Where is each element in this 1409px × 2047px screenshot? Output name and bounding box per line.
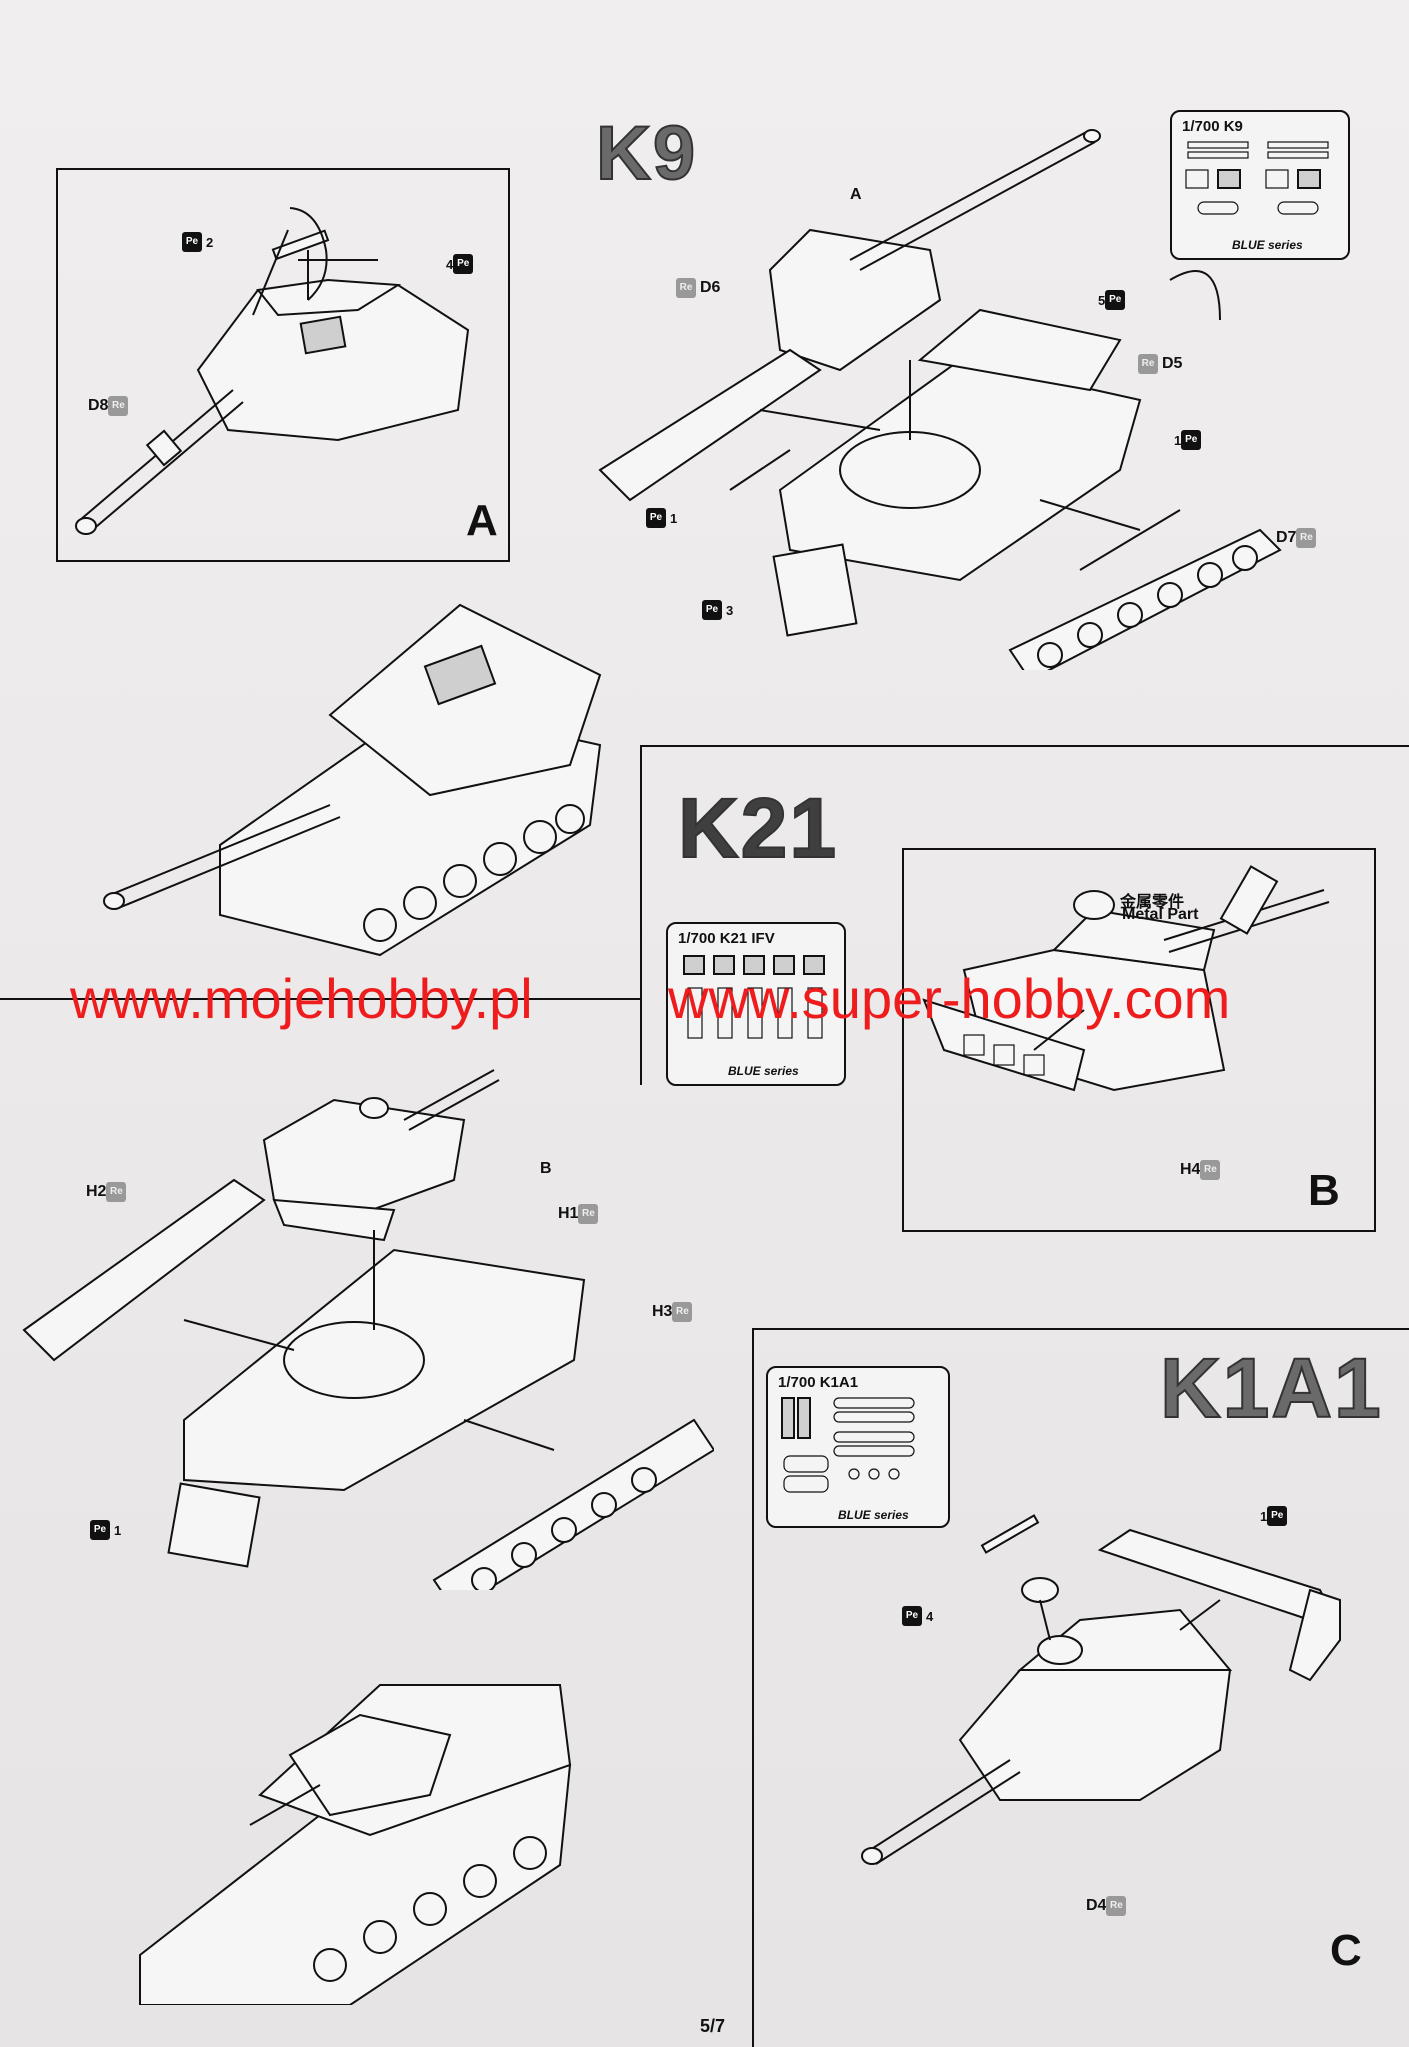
re-tag: Re	[676, 278, 696, 298]
part-label-d8: D8	[88, 397, 109, 415]
step-c-letter: C	[1330, 1926, 1362, 1975]
pe-sheet-k21-title: 1/700 K21 IFV	[678, 930, 775, 947]
part-number: 1	[114, 1522, 122, 1538]
pe-sheet-k9-title: 1/700 K9	[1182, 118, 1243, 135]
pe-tag: Pe	[182, 232, 202, 252]
k1a1-turret-drawing	[861, 1514, 1341, 1865]
k21-exploded-drawing	[22, 1069, 714, 1590]
part-number: 5	[1098, 292, 1106, 308]
k21-section-top-rule	[640, 745, 1409, 747]
part-label-d7: D7	[1276, 529, 1297, 547]
metal-part-chinese: 金属零件	[1120, 894, 1185, 911]
part-label-h4: H4	[1180, 1161, 1201, 1179]
part-label-d6: D6	[700, 279, 721, 297]
re-tag: Re	[108, 396, 129, 416]
metal-part-english: Metal Part	[1122, 906, 1199, 923]
pe-tag: Pe	[1267, 1506, 1288, 1526]
pe-sheet-k9-frets	[1185, 141, 1329, 215]
k9-callout-a: A	[850, 186, 862, 203]
part-number: 1	[670, 510, 678, 526]
pe-tag: Pe	[902, 1606, 922, 1626]
k21-callout-b: B	[540, 1160, 552, 1177]
pe-sheet-k21-brand: BLUE series	[728, 1064, 799, 1078]
k1a1-section-top-rule	[752, 1328, 1409, 1330]
part-label-h1: H1	[558, 1205, 579, 1223]
part-number: 3	[726, 602, 734, 618]
title-k9: K9	[595, 110, 698, 197]
pe-sheet-k9-brand: BLUE series	[1232, 238, 1303, 252]
pe-tag: Pe	[702, 600, 722, 620]
k9-exploded-drawing	[598, 129, 1282, 670]
pe-sheet-k1a1-title: 1/700 K1A1	[778, 1374, 859, 1391]
k21-completed-drawing	[139, 1684, 572, 2005]
pe-tag: Pe	[1181, 430, 1202, 450]
title-k21: K21	[677, 780, 839, 876]
re-tag: Re	[578, 1204, 599, 1224]
pe-sheet-k9: 1/700 K9 BLUE series	[1170, 110, 1350, 260]
page-number: 5/7	[700, 2016, 726, 2036]
re-tag: Re	[1138, 354, 1158, 374]
step-b-letter: B	[1308, 1166, 1340, 1215]
re-tag: Re	[1296, 528, 1317, 548]
part-number: 4	[926, 1608, 934, 1624]
watermark-mojehobby: www.mojehobby.pl	[70, 967, 533, 1030]
watermark-superhobby: www.super-hobby.com	[668, 967, 1231, 1030]
k21-turret-drawing	[922, 865, 1330, 1092]
part-label-d4: D4	[1086, 1897, 1107, 1915]
part-label-h3: H3	[652, 1303, 673, 1321]
pe-sheet-k1a1-brand: BLUE series	[838, 1508, 909, 1522]
pe-sheet-k1a1-frets	[781, 1397, 915, 1493]
k1a1-section-left-rule	[752, 1328, 754, 2047]
re-tag: Re	[1200, 1160, 1221, 1180]
k21-section-mid-rule	[0, 998, 640, 1000]
part-label-d5: D5	[1162, 355, 1183, 373]
pe-tag: Pe	[1105, 290, 1126, 310]
part-number: 1	[1174, 432, 1182, 448]
pe-sheet-k21: 1/700 K21 IFV BLUE series	[666, 922, 846, 1086]
k9-completed-drawing	[103, 603, 602, 957]
title-k1a1: K1A1	[1159, 1340, 1383, 1436]
part-label-h2: H2	[86, 1183, 107, 1201]
re-tag: Re	[1106, 1896, 1127, 1916]
pe-tag: Pe	[90, 1520, 110, 1540]
re-tag: Re	[106, 1182, 127, 1202]
k9-turret-drawing	[75, 207, 470, 535]
pe-sheet-k21-frets	[683, 955, 825, 1039]
pe-tag: Pe	[646, 508, 666, 528]
pe-tag: Pe	[453, 254, 474, 274]
part-number: 2	[206, 234, 214, 250]
part-number: 1	[1260, 1508, 1268, 1524]
re-tag: Re	[672, 1302, 693, 1322]
pe-sheet-k1a1: 1/700 K1A1 BLUE series	[766, 1366, 950, 1528]
step-a-letter: A	[466, 496, 498, 545]
part-number: 4	[446, 256, 454, 272]
k21-section-left-rule	[640, 745, 642, 1085]
